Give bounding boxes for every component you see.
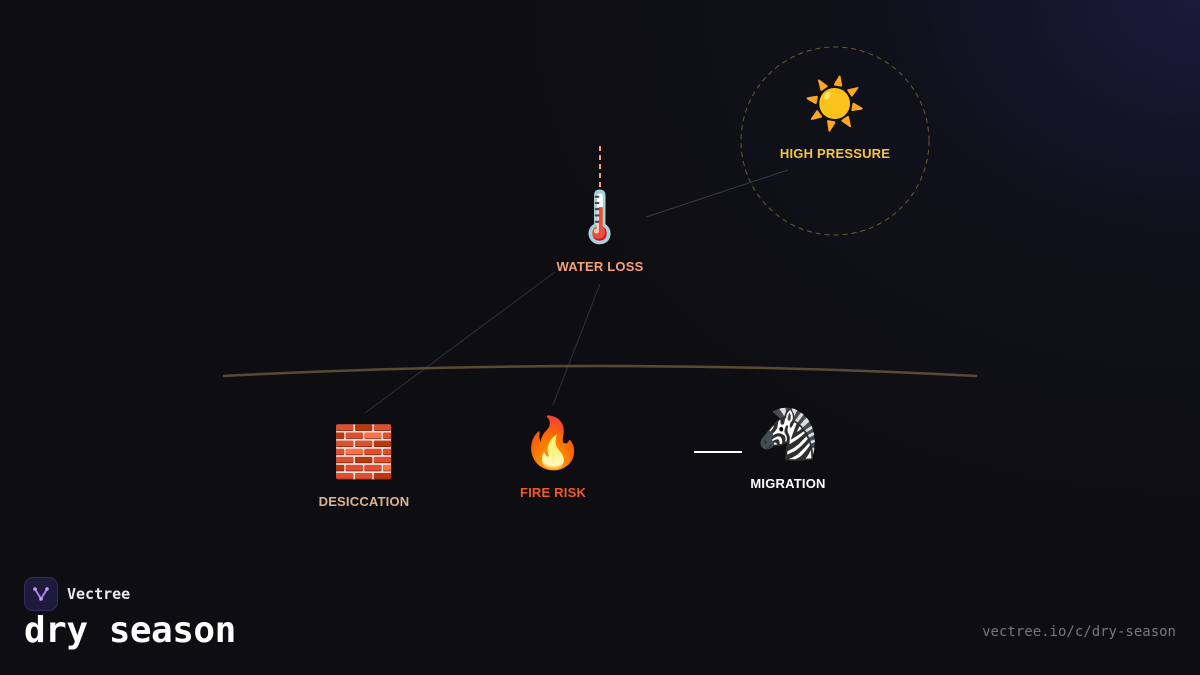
thermometer-icon: 🌡️ [568,188,632,246]
zebra-icon: 🦓 [756,405,820,463]
node-desiccation: 🧱 DESICCATION [319,424,410,509]
high-pressure-label: HIGH PRESSURE [779,146,891,161]
brand: Vectree [24,577,130,611]
link-water-loss-desiccation [364,271,556,414]
link-water-loss-fire-risk [552,283,601,406]
sun-icon: ☀️ [803,75,867,133]
node-high-pressure: ☀️ HIGH PRESSURE [780,76,890,161]
high-pressure-ring [740,46,930,236]
water-loss-label: WATER LOSS [556,259,644,274]
desiccation-label: DESICCATION [318,494,410,509]
node-fire-risk: 🔥 FIRE RISK [520,415,586,500]
migration-label: MIGRATION [750,476,826,491]
vectree-logo-icon [24,577,58,611]
fire-risk-label: FIRE RISK [519,485,587,500]
page-url[interactable]: vectree.io/c/dry-season [982,624,1176,640]
brand-name: Vectree [67,585,131,603]
node-water-loss: 🌡️ WATER LOSS [557,189,644,274]
link-high-pressure-water-loss [645,169,789,218]
node-migration: 🦓 MIGRATION [750,406,825,491]
horizon-arc [222,364,978,378]
fire-icon: 🔥 [521,414,585,472]
brick-icon: 🧱 [332,423,396,481]
page-title: dry season [24,610,236,651]
